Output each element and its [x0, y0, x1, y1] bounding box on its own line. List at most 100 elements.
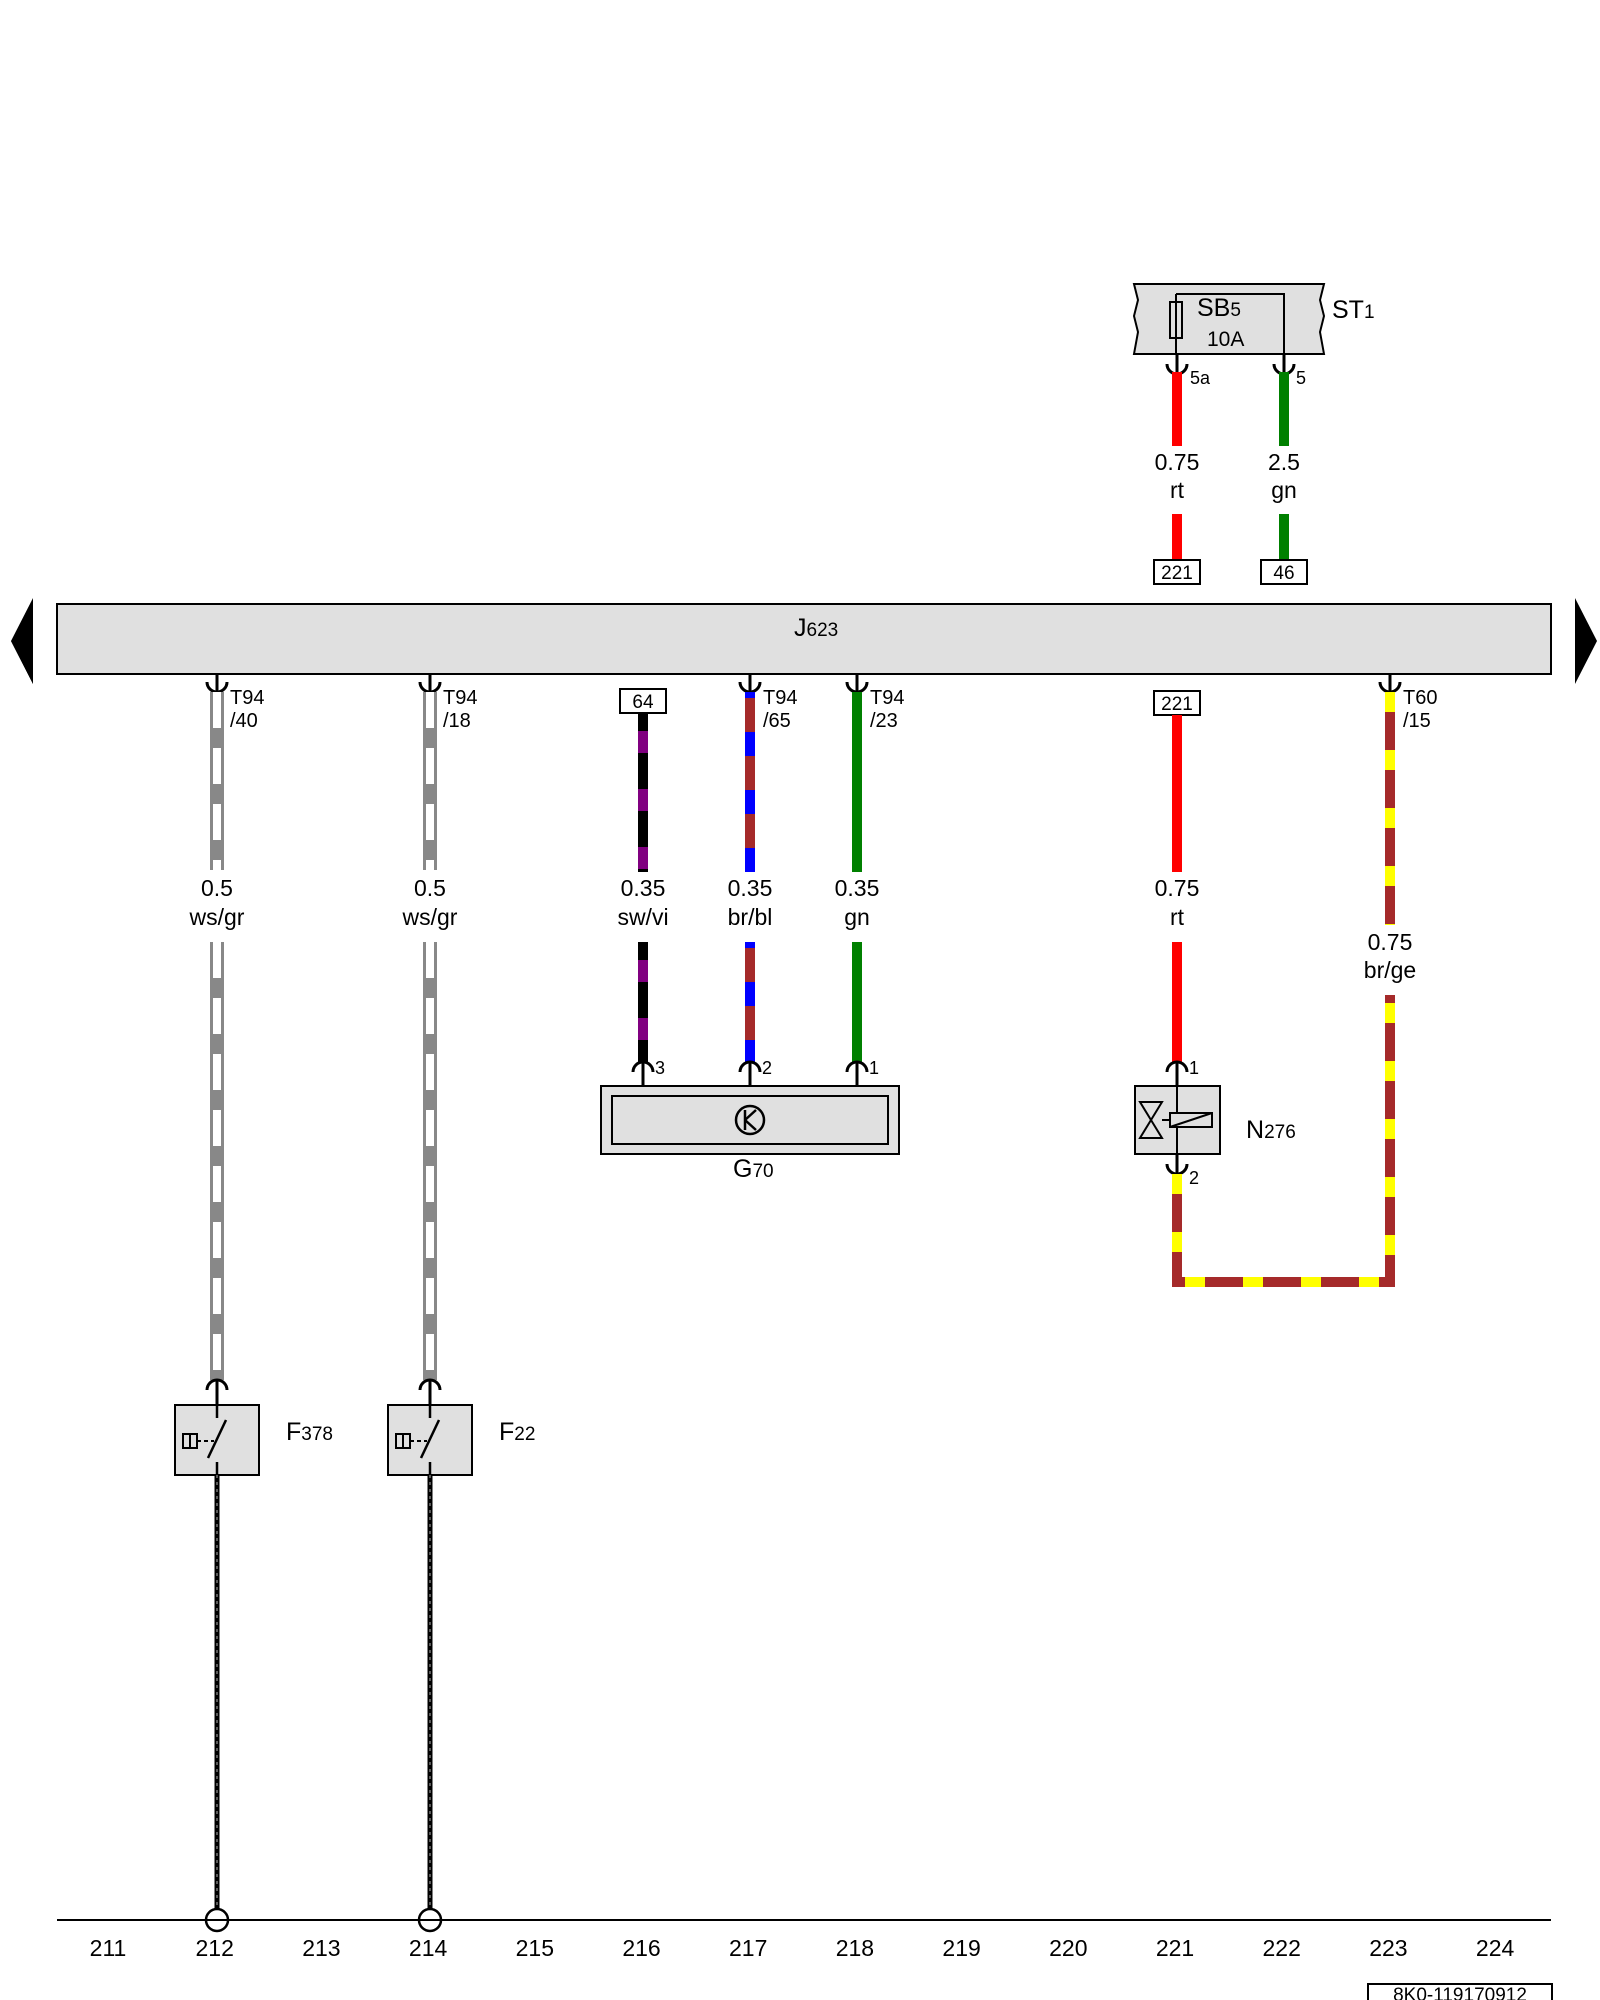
fuse-sub: 5	[1230, 300, 1241, 321]
svg-text:SB5: SB5	[1197, 294, 1241, 322]
wire-g70-1-gauge: 0.35	[835, 875, 880, 901]
ecu-sub: 623	[807, 620, 839, 641]
valve-n276-sub: 276	[1264, 1122, 1296, 1143]
grid-number: 217	[729, 1935, 767, 1961]
svg-text:G70: G70	[733, 1155, 774, 1183]
svg-text:F22: F22	[499, 1418, 535, 1446]
svg-text:F378: F378	[286, 1418, 333, 1446]
grid-number: 223	[1369, 1935, 1407, 1961]
wire-n276-1-pin: 1	[1189, 1058, 1199, 1078]
fuse-id: SB	[1197, 294, 1230, 322]
ecu-j623: J623	[11, 598, 1597, 684]
svg-text:ST1: ST1	[1332, 296, 1375, 324]
continue-right-arrow-icon	[1575, 598, 1597, 684]
solenoid-valve-icon	[1138, 1086, 1213, 1154]
switch-f22: F22	[387, 1378, 535, 1933]
wire-fuse-gn-gauge: 2.5	[1268, 449, 1300, 475]
wire-g70-1-plug-bottom: /23	[870, 710, 898, 732]
wire-n276-1-color: rt	[1170, 904, 1185, 930]
switch-f378: F378	[174, 1378, 333, 1933]
wire-fuse-rt-ref: 221	[1161, 563, 1193, 584]
wire-f22-gauge: 0.5	[414, 875, 446, 901]
fuse-box-id: ST	[1332, 296, 1364, 324]
wire-n276-2-plug-bottom: /15	[1403, 710, 1431, 732]
fuse-pin-5: 5	[1296, 368, 1306, 388]
wire-g70-3-gauge: 0.35	[621, 875, 666, 901]
wire-f22-plug-bottom: /18	[443, 710, 471, 732]
wire-n276-1-gauge: 0.75	[1155, 875, 1200, 901]
sensor-g70-id: G	[733, 1155, 752, 1183]
wire-f378-gauge: 0.5	[201, 875, 233, 901]
wire-n276-1-ref: 221	[1161, 694, 1193, 715]
wire-g70-2-pin: 2	[762, 1058, 772, 1078]
wire-n276-1: 221 0.75 rt 1	[1153, 690, 1201, 1086]
document-id: 8K0-119170912	[1367, 1983, 1553, 2000]
wire-f22-color: ws/gr	[402, 904, 458, 930]
wire-f378-plug-bottom: /40	[230, 710, 258, 732]
doc-id-text: 8K0-119170912	[1393, 1985, 1527, 2000]
wire-fuse-gn: 2.5 gn 46	[1260, 372, 1308, 585]
wire-f22-plug-top: T94	[443, 687, 477, 709]
wire-g70-3-pin: 3	[655, 1058, 665, 1078]
sensor-g70-sub: 70	[752, 1161, 773, 1182]
wire-g70-1-pin: 1	[869, 1058, 879, 1078]
valve-n276-id: N	[1246, 1116, 1264, 1144]
wire-n276-2-color: br/ge	[1364, 957, 1416, 983]
grid-number: 214	[409, 1935, 448, 1961]
grid-number: 215	[516, 1935, 554, 1961]
wire-g70-2-gauge: 0.35	[728, 875, 773, 901]
grid-number: 218	[836, 1935, 874, 1961]
wire-fuse-rt: 0.75 rt 221	[1153, 372, 1201, 585]
wire-n276-2-gauge: 0.75	[1368, 929, 1413, 955]
grid-number: 212	[196, 1935, 234, 1961]
grid-number: 219	[942, 1935, 980, 1961]
wire-g70-2-color: br/bl	[728, 904, 773, 930]
wire-n276-2: 2 T60 /15 0.75 br/ge	[1165, 674, 1437, 1287]
oil-pressure-switch-icon	[395, 1405, 441, 1475]
wire-g70-3-color: sw/vi	[617, 904, 668, 930]
fuse-connector-5: 5	[1272, 354, 1306, 388]
wire-fuse-gn-ref: 46	[1273, 563, 1294, 584]
wire-f378-plug-top: T94	[230, 687, 264, 709]
grid-numbers: 211 212 213 214 215 216 217 218 219 220 221 222 223 2…	[90, 1935, 1515, 1961]
switch-f378-sub: 378	[301, 1424, 333, 1445]
switch-f22-id: F	[499, 1418, 514, 1446]
wire-g70-3: 64 0.35 sw/vi 3	[617, 688, 669, 1086]
wire-g70-1-plug-top: T94	[870, 687, 904, 709]
wire-g70-2-plug-bottom: /65	[763, 710, 791, 732]
fuse-pin-5a: 5a	[1190, 368, 1211, 388]
wire-g70-2: T94 /65 0.35 br/bl 2	[728, 674, 797, 1086]
switch-f378-id: F	[286, 1418, 301, 1446]
wire-n276-2-pin: 2	[1189, 1168, 1199, 1188]
wire-fuse-gn-color: gn	[1271, 477, 1297, 503]
wire-f378-color: ws/gr	[189, 904, 245, 930]
grid-number: 216	[622, 1935, 660, 1961]
wire-fuse-rt-color: rt	[1170, 477, 1185, 503]
grid-number: 213	[302, 1935, 340, 1961]
switch-f22-sub: 22	[514, 1424, 535, 1445]
ecu-id: J	[794, 614, 807, 642]
wire-g70-2-plug-top: T94	[763, 687, 797, 709]
grid-number: 220	[1049, 1935, 1087, 1961]
wire-n276-2-plug-top: T60	[1403, 687, 1437, 709]
wire-fuse-rt-gauge: 0.75	[1155, 449, 1200, 475]
fuse-box-st1: SB5 10A ST1	[1132, 283, 1375, 355]
sensor-g70: G70	[600, 1085, 900, 1183]
wire-f22: T94 /18 0.5 ws/gr	[402, 674, 477, 1380]
wire-g70-1-color: gn	[844, 904, 870, 930]
fuse-rating: 10A	[1207, 328, 1244, 351]
grid-number: 222	[1263, 1935, 1301, 1961]
pressure-switch-icon	[182, 1405, 228, 1475]
grid-number: 221	[1156, 1935, 1194, 1961]
svg-text:J623: J623	[794, 614, 838, 642]
grid-number: 224	[1476, 1935, 1515, 1961]
wire-g70-1: T94 /23 0.35 gn 1	[835, 674, 904, 1086]
svg-text:N276: N276	[1246, 1116, 1296, 1144]
air-mass-sensor-icon	[734, 1104, 766, 1136]
valve-n276: N276	[1134, 1085, 1296, 1155]
grid-number: 211	[90, 1935, 127, 1961]
wire-g70-3-ref: 64	[632, 692, 654, 713]
fuse-box-sub: 1	[1364, 302, 1375, 323]
wire-f378: T94 /40 0.5 ws/gr	[189, 674, 264, 1380]
